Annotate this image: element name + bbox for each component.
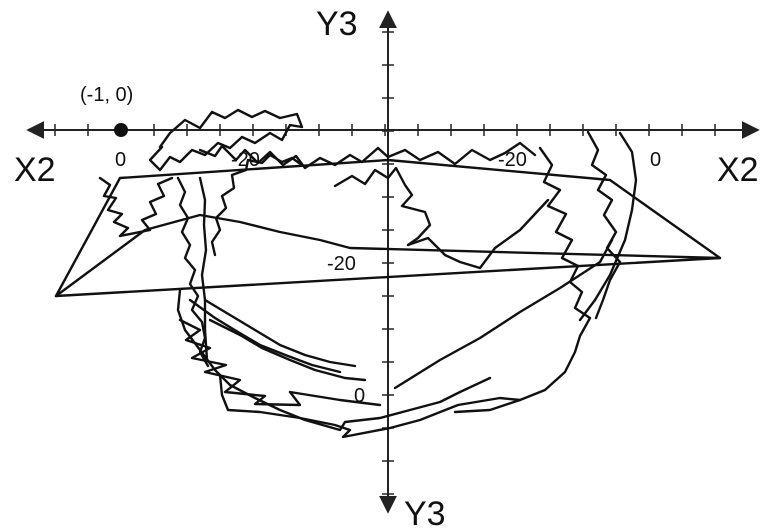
trace-right-zigzag	[453, 146, 592, 414]
y-tick-label-minus20: -20	[327, 253, 356, 275]
x2-axis-title-left: X2	[14, 151, 56, 189]
x2-axis-title-right: X2	[717, 151, 759, 189]
origin-point-marker	[114, 123, 128, 137]
trace-wide-quadrilateral	[54, 158, 722, 298]
trace-right-outer	[578, 131, 638, 322]
y-tick-label-zero: 0	[354, 385, 365, 407]
x-tick-label-left-minus20: -20	[231, 149, 260, 171]
x-tick-label-right-minus20: -20	[498, 149, 527, 171]
trace-center-cross	[333, 166, 550, 270]
origin-point-label: (-1, 0)	[80, 84, 133, 106]
trace-bottom-fan	[178, 318, 382, 407]
trace-left-flank	[98, 176, 174, 238]
trace-bottom-bowl-outer	[176, 288, 492, 432]
trace-mid-arc	[198, 141, 537, 170]
trace-lower-left-strands-2	[208, 318, 367, 382]
trace-lower-left-strands	[203, 298, 357, 368]
x-tick-label-left-zero: 0	[115, 149, 126, 171]
y3-axis-ticks	[382, 31, 394, 495]
trace-return-spine	[198, 176, 209, 362]
trace-diagonal	[393, 238, 614, 390]
trajectory-traces	[54, 108, 722, 439]
trace-right-spike	[586, 130, 622, 320]
trace-bottom-bowl-lower	[218, 373, 522, 439]
y3-axis-title-top: Y3	[316, 5, 358, 43]
trace-inner-spiral	[210, 153, 304, 257]
y3-axis-title-bottom: Y3	[404, 495, 446, 530]
trace-lower-left-strands-3	[188, 298, 342, 374]
trace-lower-slab	[54, 256, 722, 298]
x2-axis-ticks	[54, 124, 716, 136]
x-tick-label-right-zero: 0	[650, 149, 661, 171]
trace-upper-wander	[148, 108, 304, 172]
